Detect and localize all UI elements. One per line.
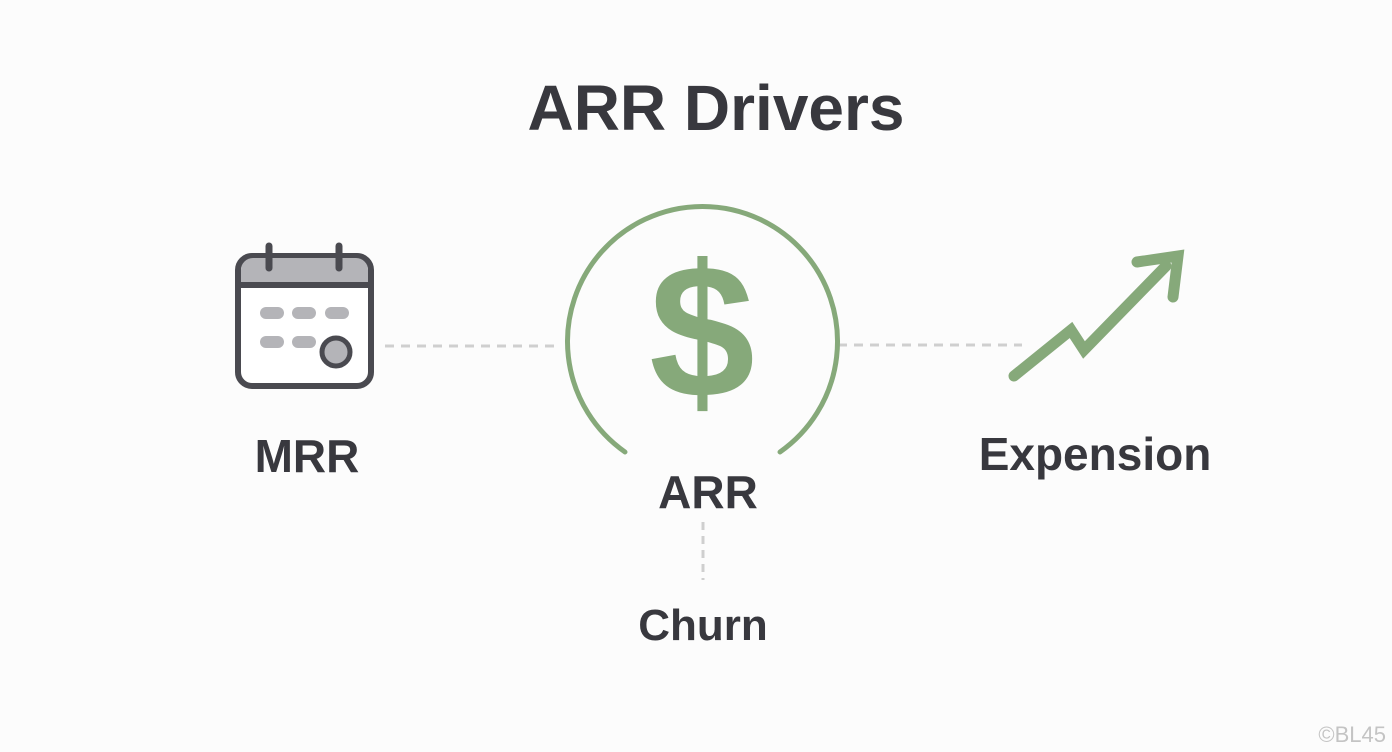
- calendar-icon: [235, 242, 374, 389]
- dollar-icon: $: [649, 226, 755, 438]
- trending-up-arrow-icon: [1008, 249, 1185, 382]
- churn-label: Churn: [638, 601, 768, 650]
- mrr-label: MRR: [255, 430, 360, 482]
- diagram-title: ARR Drivers: [527, 72, 904, 144]
- arr-circle: [565, 204, 840, 455]
- arr-label: ARR: [658, 466, 758, 518]
- watermark: ©BL45: [1318, 722, 1386, 747]
- expansion-label: Expension: [979, 428, 1212, 480]
